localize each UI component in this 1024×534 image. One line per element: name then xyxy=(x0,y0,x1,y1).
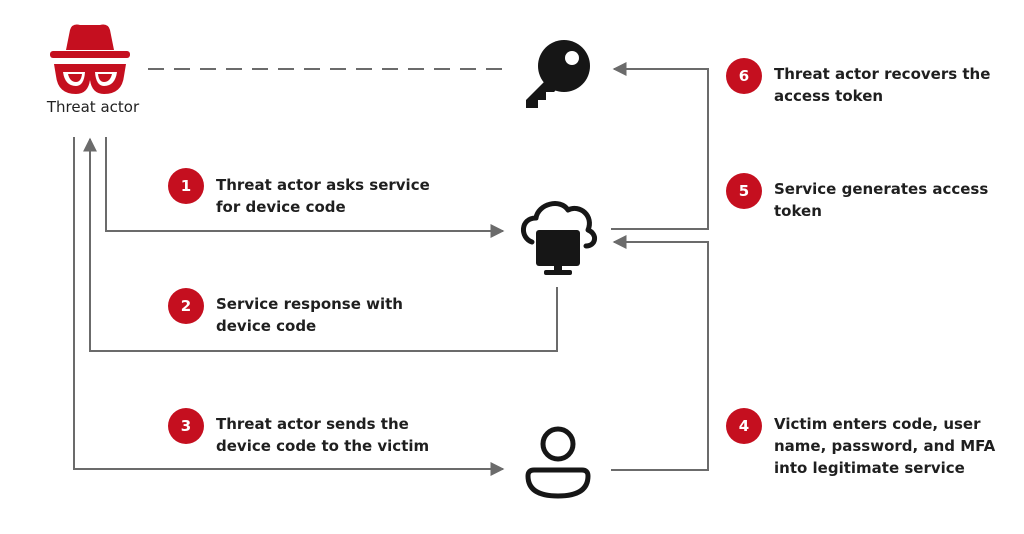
key-icon xyxy=(526,40,590,108)
step-4-badge: 4 xyxy=(726,408,762,444)
step-2-text: Service response with device code xyxy=(216,293,403,337)
step-3-line-1: Threat actor sends the xyxy=(216,415,409,433)
step-6-text: Threat actor recovers the access token xyxy=(774,63,990,107)
step-1-line-2: for device code xyxy=(216,198,346,216)
step-3-line-2: device code to the victim xyxy=(216,437,430,455)
step5-connector xyxy=(611,62,709,230)
step-2-line-1: Service response with xyxy=(216,295,403,313)
step-5-text: Service generates access token xyxy=(774,178,988,222)
step-5-badge: 5 xyxy=(726,173,762,209)
step-4-line-3: into legitimate service xyxy=(774,459,965,477)
step-3-badge: 3 xyxy=(168,408,204,444)
step-5-line-2: token xyxy=(774,202,822,220)
step-3-text: Threat actor sends the device code to th… xyxy=(216,413,429,457)
cloud-monitor-icon xyxy=(521,201,597,275)
step4-connector xyxy=(611,235,709,471)
person-icon xyxy=(525,426,591,499)
step-1-line-1: Threat actor asks service xyxy=(216,176,430,194)
step-5-line-1: Service generates access xyxy=(774,180,989,198)
step-6-line-1: Threat actor recovers the xyxy=(774,65,991,83)
step-6-line-2: access token xyxy=(774,87,884,105)
step-2-badge: 2 xyxy=(168,288,204,324)
step-4-text: Victim enters code, user name, password,… xyxy=(774,413,995,479)
threat-actor-label: Threat actor xyxy=(46,98,140,116)
step-4-line-2: name, password, and MFA xyxy=(774,437,996,455)
step1-connector xyxy=(105,137,505,238)
step-6-badge: 6 xyxy=(726,58,762,94)
step-1-badge: 1 xyxy=(168,168,204,204)
step-2-line-2: device code xyxy=(216,317,317,335)
step3-connector xyxy=(73,137,505,476)
step2-connector xyxy=(83,137,558,352)
hacker-hat-glasses-icon xyxy=(50,24,130,94)
step-1-text: Threat actor asks service for device cod… xyxy=(216,174,430,218)
step-4-line-1: Victim enters code, user xyxy=(774,415,981,433)
